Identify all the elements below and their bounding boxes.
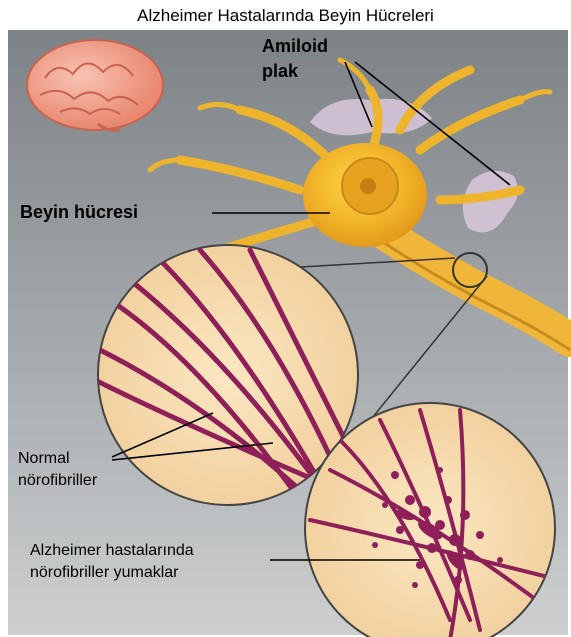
label-normal-line-2: nörofibriller — [18, 470, 97, 492]
label-tangle-line-1: Alzheimer hastalarında — [30, 540, 194, 562]
label-tangle-line-2: nörofibriller yumaklar — [30, 562, 194, 584]
label-brain-cell: Beyin hücresi — [20, 202, 138, 223]
label-amyloid-line-2: plak — [262, 59, 328, 84]
label-normal-neurofibrils: Normal nörofibriller — [18, 448, 97, 492]
label-tangled-neurofibrils: Alzheimer hastalarında nörofibriller yum… — [30, 540, 194, 584]
brain-icon — [27, 40, 163, 130]
label-amyloid-line-1: Amiloid — [262, 34, 328, 59]
normal-neurofibrils-circle — [95, 245, 360, 505]
label-normal-line-1: Normal — [18, 448, 97, 470]
label-amyloid-plaque: Amiloid plak — [262, 34, 328, 84]
diagram-title: Alzheimer Hastalarında Beyin Hücreleri — [0, 6, 571, 26]
